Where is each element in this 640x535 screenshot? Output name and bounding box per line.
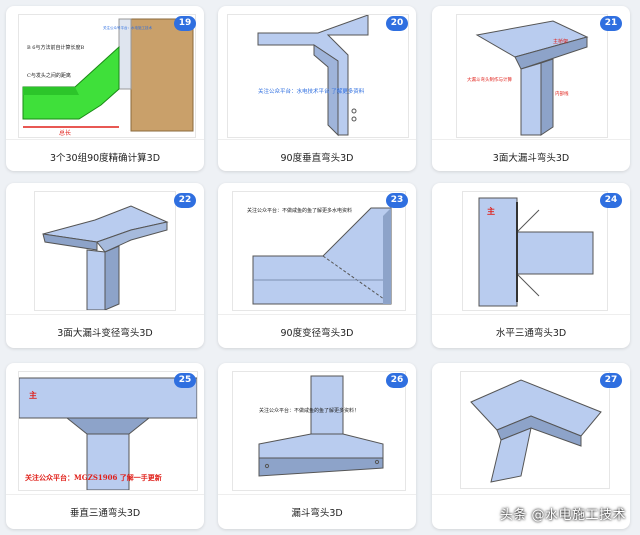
note-25-a: 主 <box>29 390 37 400</box>
card-23[interactable]: 关注公众平台：不做咸鱼的鱼了解更多水电资料 23 90度变径弯头3D <box>218 183 416 348</box>
watermark-text: 头条 @水电施工技术 <box>499 508 626 523</box>
card-title-26[interactable]: 漏斗弯头3D <box>218 494 416 529</box>
thumbnail-21: 主桥架 大漏斗弯头制作与计算 内部线 <box>456 14 608 138</box>
card-24[interactable]: 主 24 水平三通弯头3D <box>432 183 630 348</box>
note-26: 关注公众平台：不做咸鱼的鱼了解更多资料！ <box>259 407 359 414</box>
badge-26: 26 <box>386 373 408 388</box>
card-title-20[interactable]: 90度垂直弯头3D <box>218 139 416 171</box>
note-20: 关注公众平台：水电技术平台 了解更多资料 <box>258 87 365 95</box>
note-23: 关注公众平台：不做咸鱼的鱼了解更多水电资料 <box>247 207 352 214</box>
thumbnail-26: 关注公众平台：不做咸鱼的鱼了解更多资料！ <box>232 371 406 491</box>
note-21-a: 主桥架 <box>553 38 568 45</box>
note-24: 主 <box>487 206 495 216</box>
badge-20: 20 <box>386 16 408 31</box>
card-title-25[interactable]: 垂直三通弯头3D <box>6 494 204 529</box>
card-26[interactable]: 关注公众平台：不做咸鱼的鱼了解更多资料！ 26 漏斗弯头3D <box>218 363 416 529</box>
note-21-c: 内部线 <box>555 90 569 97</box>
badge-27: 27 <box>600 373 622 388</box>
note-25-b: 关注公众平台：MGZS1906 了解一手更新 <box>25 473 162 482</box>
badge-25: 25 <box>174 373 196 388</box>
card-25[interactable]: 主 关注公众平台：MGZS1906 了解一手更新 25 垂直三通弯头3D <box>6 363 204 529</box>
thumbnail-20: 关注公众平台：水电技术平台 了解更多资料 <box>227 14 409 138</box>
card-19[interactable]: B 6与方法前自计算长度B C与发头之间的距离 总长 关注公众号平台：水电施工技… <box>6 6 204 171</box>
card-20[interactable]: 关注公众平台：水电技术平台 了解更多资料 20 90度垂直弯头3D <box>218 6 416 171</box>
card-title-24[interactable]: 水平三通弯头3D <box>432 314 630 348</box>
note-21-b: 大漏斗弯头制作与计算 <box>467 76 512 83</box>
card-title-21[interactable]: 3面大漏斗弯头3D <box>432 139 630 171</box>
card-title-27[interactable] <box>432 494 630 529</box>
badge-21: 21 <box>600 16 622 31</box>
note-19-b: C与发头之间的距离 <box>27 72 71 79</box>
thumbnail-23: 关注公众平台：不做咸鱼的鱼了解更多水电资料 <box>232 191 406 311</box>
wm-19: 关注公众号平台：水电施工技术 <box>103 25 152 30</box>
card-title-22[interactable]: 3面大漏斗变径弯头3D <box>6 314 204 348</box>
note-19-a: B 6与方法前自计算长度B <box>27 44 84 51</box>
card-21[interactable]: 主桥架 大漏斗弯头制作与计算 内部线 21 3面大漏斗弯头3D <box>432 6 630 171</box>
card-title-23[interactable]: 90度变径弯头3D <box>218 314 416 348</box>
dim-label-19: 总长 <box>59 129 71 137</box>
badge-22: 22 <box>174 193 196 208</box>
card-27[interactable]: 27 <box>432 363 630 529</box>
thumbnail-22 <box>34 191 176 311</box>
card-title-19[interactable]: 3个30组90度精确计算3D <box>6 139 204 171</box>
badge-19: 19 <box>174 16 196 31</box>
badge-24: 24 <box>600 193 622 208</box>
card-22[interactable]: 22 3面大漏斗变径弯头3D <box>6 183 204 348</box>
badge-23: 23 <box>386 193 408 208</box>
thumbnail-24: 主 <box>462 191 608 311</box>
thumbnail-25: 主 关注公众平台：MGZS1906 了解一手更新 <box>18 371 198 491</box>
thumbnail-19: B 6与方法前自计算长度B C与发头之间的距离 总长 关注公众号平台：水电施工技… <box>18 14 196 138</box>
thumbnail-27 <box>460 371 610 489</box>
